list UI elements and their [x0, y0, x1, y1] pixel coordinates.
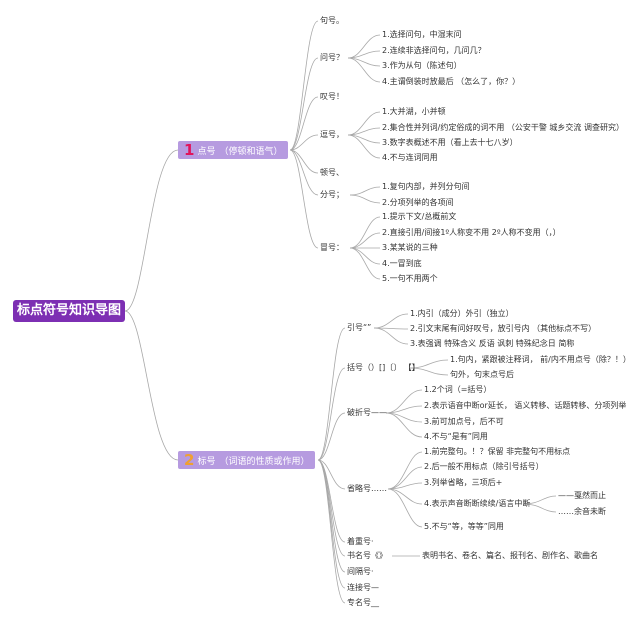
- item-colon: 冒号：: [320, 243, 344, 252]
- child-text: 3.列举省略，三项后+: [424, 478, 503, 487]
- root-node: 标点符号知识导图: [13, 300, 125, 322]
- child-text: 3.表强调 特殊含义 反语 讽刺 特殊纪念日 简称: [410, 339, 575, 348]
- item-proper-noun-mark: 专名号__: [347, 598, 379, 607]
- item-dash: 破折号——: [347, 408, 387, 417]
- child-text: 2.引文末尾有问好叹号，放引号内 （其他标点不写）: [410, 324, 597, 333]
- child-text: 4.不与“是有”同用: [424, 432, 488, 441]
- child-text: 1.大并湖，小并顿: [382, 107, 446, 116]
- child-text: 1.2个词（=括号）: [424, 385, 492, 394]
- item-connector-mark: 连接号—: [347, 583, 379, 592]
- child-text: 2.连续非选择问句，几问几？: [382, 46, 486, 55]
- branch-label: 标号: [197, 457, 216, 467]
- child-text: 2.集合性并列词/约定俗成的词不用 （公安干警 城乡交流 调查研究）: [382, 123, 624, 132]
- child-text: 3.某某说的三种: [382, 243, 438, 252]
- child-text: 1.前完整句。！？保留 非完整句不用标点: [424, 447, 571, 456]
- child-text: 1.提示下文/总概前文: [382, 212, 457, 221]
- child-text: 4.不与连词同用: [382, 153, 438, 162]
- child-text: 3.数字表概述不用（看上去十七八岁）: [382, 138, 518, 147]
- child-text: 2.后一般不用标点（除引号括号）: [424, 462, 544, 471]
- item-brackets: 括号（）[]〔〕 【】: [347, 363, 420, 372]
- item-title-marks: 书名号《》: [347, 551, 387, 560]
- item-semicolon: 分号；: [320, 190, 344, 199]
- child-text: 4.表示声音断断续续/语言中断: [424, 499, 531, 508]
- item-interpunct: 间隔号·: [347, 567, 374, 576]
- child-text: 5.一句不用两个: [382, 274, 438, 283]
- child-text: 4.一冒到底: [382, 259, 422, 268]
- item-period: 句号。: [320, 16, 344, 25]
- child-text: 1.句内，紧跟被注释词， 前/内不用点号（除？！）: [450, 355, 631, 364]
- sub-child-text: ——戛然而止: [558, 491, 606, 500]
- child-text: 1.内引（成分）外引（独立）: [410, 309, 514, 318]
- child-text: 1.复句内部，并列分句间: [382, 182, 470, 191]
- child-text: 2.分项列举的各项间: [382, 198, 454, 207]
- item-ellipsis: 省略号……: [347, 484, 387, 493]
- child-text: 4.主谓倒装时放最后 （怎么了，你？）: [382, 77, 521, 86]
- child-text: 5.不与“等，等等”同用: [424, 522, 504, 531]
- child-text: 句外，句末点号后: [450, 370, 514, 379]
- child-text: 2.表示语音中断or延长， 语义转移、话题转移、分项列举: [424, 401, 627, 410]
- child-text: 2.直接引用/间接1º人称变不用 2º人称不变用（，）: [382, 228, 561, 237]
- item-quotation-marks: 引号“”: [347, 323, 372, 332]
- item-enumeration-comma: 顿号、: [320, 168, 344, 177]
- branch-note: （停顿和语气）: [219, 147, 283, 157]
- branch-label: 点号: [197, 147, 216, 157]
- item-question-mark: 问号？: [320, 53, 344, 62]
- branch-number: 1: [184, 141, 195, 159]
- item-exclamation: 叹号！: [320, 92, 344, 101]
- branch-number: 2: [184, 451, 195, 469]
- child-text: 3.前可加点号，后不可: [424, 417, 504, 426]
- branch-note: （词语的性质或作用）: [219, 457, 310, 467]
- child-text: 表明书名、卷名、篇名、报刊名、剧作名、歌曲名: [422, 551, 598, 560]
- item-comma: 逗号，: [320, 130, 344, 139]
- child-text: 3.作为从句（陈述句）: [382, 61, 462, 70]
- item-emphasis-mark: 着重号·: [347, 537, 374, 546]
- child-text: 1.选择问句，中湿末问: [382, 30, 462, 39]
- sub-child-text: ……余音未断: [558, 507, 606, 516]
